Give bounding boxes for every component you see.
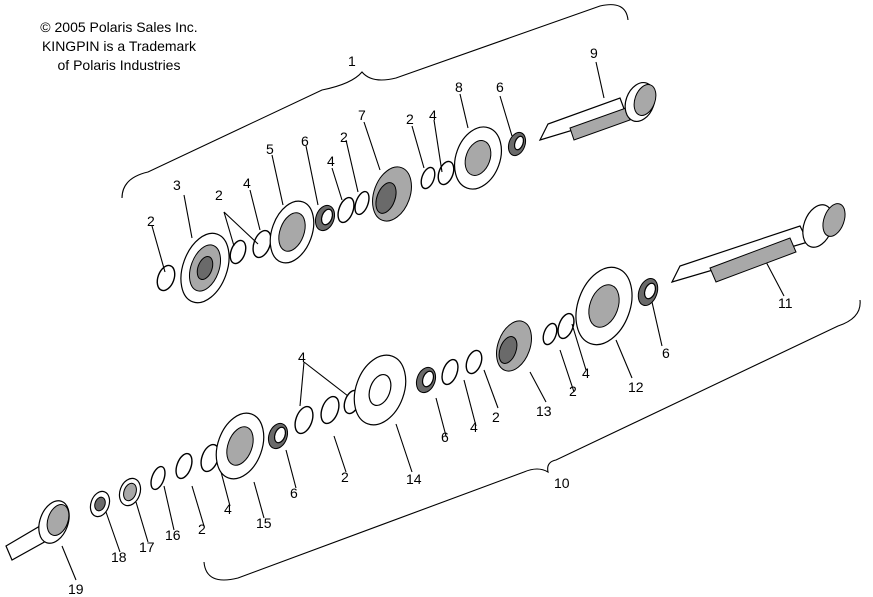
callout-4: 4 [582,365,590,381]
gear-12 [575,266,633,346]
callout-3: 3 [173,177,181,193]
callout-13: 13 [536,403,552,419]
needle-bearing-6 [507,131,527,157]
callout-4: 4 [243,175,251,191]
input-shaft-19 [5,500,70,561]
thrust-washer-4 [337,196,355,224]
callout-labels: 1 9 8 6 2 4 7 2 6 4 5 4 2 3 2 11 6 12 4 … [68,45,793,597]
callout-2: 2 [341,469,349,485]
callout-8: 8 [455,79,463,95]
copyright-line-3: of Polaris Industries [57,57,181,73]
callout-4: 4 [298,349,306,365]
callout-2: 2 [215,187,223,203]
callout-7: 7 [358,107,366,123]
callout-2: 2 [492,409,500,425]
callout-1: 1 [348,53,356,69]
thrust-washer-4 [437,160,455,186]
washer-16 [150,465,166,491]
bracket-assembly-1 [121,4,629,199]
callout-4: 4 [224,501,232,517]
callout-4: 4 [470,419,478,435]
callout-16: 16 [165,527,181,543]
needle-bearing-6 [314,204,336,232]
snap-ring-2 [354,190,370,216]
callout-14: 14 [406,471,422,487]
thrust-washer-4 [557,312,575,340]
countershaft-11 [670,203,846,283]
gear-14 [353,354,407,426]
leader-lines [61,61,785,581]
bushing-17 [118,477,142,507]
callout-10: 10 [554,475,570,491]
callout-5: 5 [266,141,274,157]
callout-6: 6 [301,133,309,149]
callout-4: 4 [429,107,437,123]
bearing-18 [89,490,111,518]
snap-ring-2 [156,264,176,292]
callout-15: 15 [256,515,272,531]
shift-collar-13 [496,320,532,372]
callout-2: 2 [340,129,348,145]
output-shaft-9 [538,82,657,141]
callout-2: 2 [569,383,577,399]
callout-2: 2 [406,111,414,127]
copyright-line-2: KINGPIN is a Trademark [41,38,197,54]
callout-2: 2 [198,521,206,537]
needle-bearing-6 [415,366,437,394]
copyright-notice: © 2005 Polaris Sales Inc. KINGPIN is a T… [14,18,224,75]
callout-19: 19 [68,581,84,597]
thrust-washer-4 [294,405,314,435]
callout-2: 2 [147,213,155,229]
thrust-washer-4 [320,395,340,425]
callout-4: 4 [327,153,335,169]
snap-ring-2 [465,349,483,375]
needle-bearing-6 [637,277,659,307]
needle-bearing-6 [267,422,289,450]
gear-5 [269,200,315,264]
gear-15 [215,412,265,480]
callout-11: 11 [778,295,793,311]
callout-18: 18 [111,549,127,565]
snap-ring-2 [420,166,436,190]
copyright-line-1: © 2005 Polaris Sales Inc. [40,19,198,35]
bracket-assembly-10 [203,299,861,581]
gear-3 [180,232,230,304]
callout-17: 17 [139,539,155,555]
thrust-washer-4 [252,229,272,259]
gear-8 [454,126,502,190]
callout-6: 6 [496,79,504,95]
callout-6: 6 [662,345,670,361]
snap-ring-2 [542,322,558,346]
shift-collar-7 [372,166,412,222]
callout-9: 9 [590,45,598,61]
callout-12: 12 [628,379,644,395]
snap-ring-2 [175,452,193,480]
thrust-washer-4 [441,358,459,386]
callout-6: 6 [441,429,449,445]
callout-6: 6 [290,485,298,501]
snap-ring-2 [229,239,247,265]
